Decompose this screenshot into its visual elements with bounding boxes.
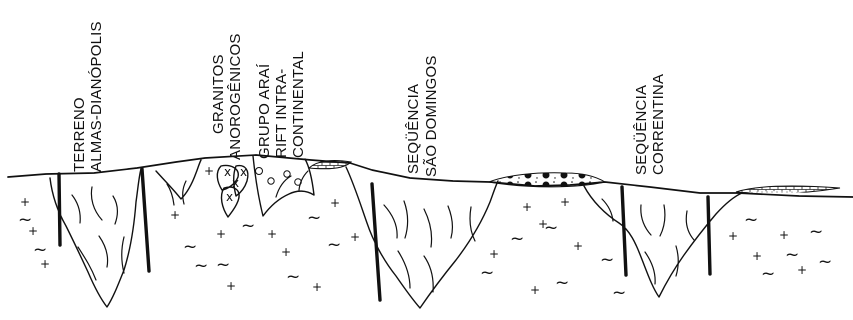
basement-plus: + bbox=[20, 195, 30, 209]
sao-domingos-body bbox=[346, 167, 498, 308]
basement-plus: + bbox=[350, 230, 360, 244]
granite-cross: x bbox=[224, 165, 231, 179]
grupo-arai-label-line-2: RIFT INTRA- bbox=[273, 69, 290, 158]
fault-correntina-east bbox=[708, 197, 710, 274]
basement-plus: + bbox=[522, 200, 532, 214]
granite-crosses: x x x x bbox=[224, 165, 247, 204]
terreno-almas-body bbox=[50, 169, 141, 307]
grupo-arai-label-line-1: GRUPO ARAÍ bbox=[256, 63, 273, 159]
fault-sao-domingos bbox=[372, 184, 380, 300]
basement-wave: ~ bbox=[510, 229, 524, 249]
rotated-unit-labels: TERRENO ALMAS-DIANÓPOLIS GRANITOS ANOROG… bbox=[71, 21, 667, 177]
granite-cross: x bbox=[226, 190, 233, 204]
basement-wave: ~ bbox=[480, 263, 494, 283]
basement-wave: ~ bbox=[544, 218, 558, 238]
basement-wave: ~ bbox=[327, 235, 341, 255]
fault-lines bbox=[59, 169, 710, 300]
correntina-label-line-2: CORRENTINA bbox=[650, 74, 667, 175]
grupo-arai-rift-body bbox=[253, 156, 314, 216]
basement-wave: ~ bbox=[809, 222, 823, 242]
basement-plus: + bbox=[330, 196, 340, 210]
granitos-label-line-2: ANOROGÊNICOS bbox=[227, 33, 244, 160]
terreno-label-line-2: ALMAS-DIANÓPOLIS bbox=[88, 21, 105, 172]
basement-wave: ~ bbox=[18, 210, 32, 230]
basement-plus: + bbox=[779, 228, 789, 242]
basement-plus: + bbox=[267, 227, 277, 241]
sao-domingos-label-line-1: SEQÜÊNCIA bbox=[404, 84, 422, 174]
correntina-body bbox=[584, 186, 742, 297]
basement-wave: ~ bbox=[818, 252, 832, 272]
basement-plus: + bbox=[170, 208, 180, 222]
basement-wave: ~ bbox=[761, 264, 775, 284]
basement-plus: + bbox=[281, 245, 291, 259]
basement-plus: + bbox=[226, 279, 236, 293]
basement-wave: ~ bbox=[307, 208, 321, 228]
fault-correntina-west bbox=[622, 187, 626, 275]
sao-domingos-label-line-2: SÃO DOMINGOS bbox=[423, 55, 440, 177]
terreno-label-line-1: TERRENO bbox=[71, 97, 88, 172]
terreno-eastern-body bbox=[156, 160, 201, 199]
basement-wave: ~ bbox=[555, 273, 569, 293]
basement-plus: + bbox=[560, 195, 570, 209]
basement-plus: + bbox=[312, 280, 322, 294]
grupo-arai-label-line-3: CONTINENTAL bbox=[290, 51, 307, 158]
basement-plus: + bbox=[797, 263, 807, 277]
basement-plus: + bbox=[489, 247, 499, 261]
basement-plus: + bbox=[752, 249, 762, 263]
basement-wave: ~ bbox=[241, 216, 255, 236]
correntina-label-line-1: SEQÜÊNCIA bbox=[632, 85, 650, 175]
basement-wave: ~ bbox=[216, 255, 230, 275]
basement-wave: ~ bbox=[286, 267, 300, 287]
basement-plus: + bbox=[204, 164, 214, 178]
basement-plus: + bbox=[573, 239, 583, 253]
granite-cross: x bbox=[240, 165, 247, 179]
rock-bodies bbox=[50, 156, 742, 308]
granite-cross: x bbox=[232, 176, 239, 190]
conglomerate-lens-sao-domingos bbox=[489, 173, 605, 187]
conglomerate-clasts bbox=[256, 168, 302, 186]
basement-wave: ~ bbox=[785, 245, 799, 265]
basement-wave: ~ bbox=[612, 283, 626, 303]
basement-wave: ~ bbox=[33, 240, 47, 260]
basement-plus: + bbox=[728, 229, 738, 243]
basement-wave: ~ bbox=[183, 237, 197, 257]
basement-wave: ~ bbox=[744, 210, 758, 230]
basement-plus: + bbox=[530, 283, 540, 297]
basement-wave: ~ bbox=[600, 250, 614, 270]
basement-plus: + bbox=[216, 227, 226, 241]
fault-terreno-west bbox=[59, 174, 60, 245]
fault-terreno-east bbox=[142, 169, 149, 271]
granitos-label-line-1: GRANITOS bbox=[210, 54, 227, 134]
basement-wave: ~ bbox=[194, 256, 208, 276]
